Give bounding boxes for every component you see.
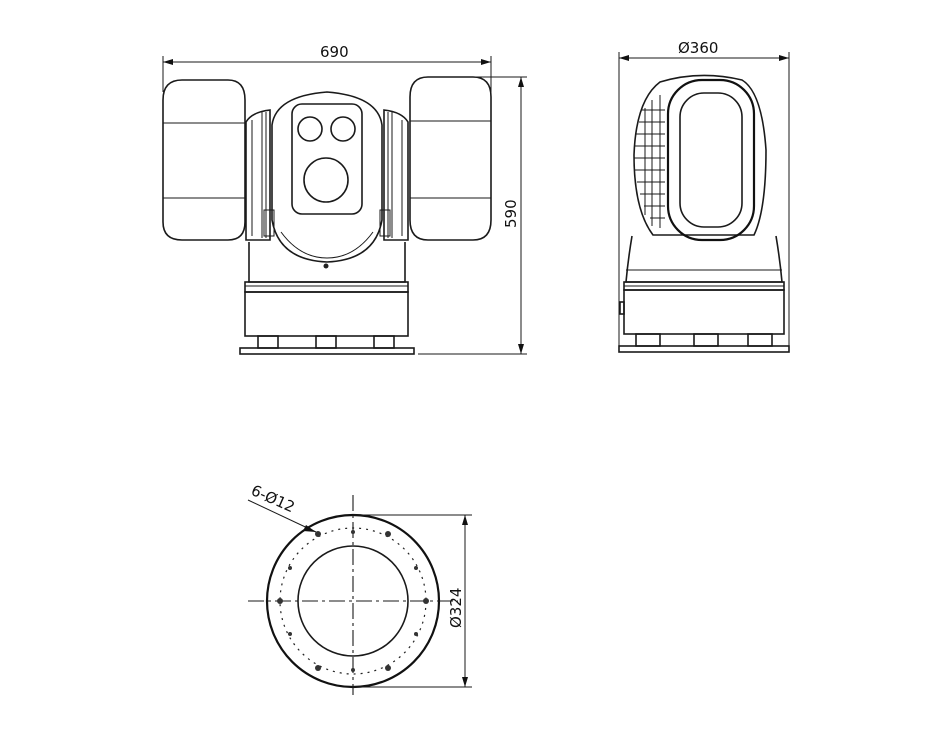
bottom-view: 6-Ø12 Ø324 <box>247 481 472 695</box>
height-dimension: 590 <box>418 76 527 355</box>
width-label: 690 <box>320 43 349 61</box>
side-diameter-label: Ø360 <box>678 39 718 57</box>
width-dimension: 690 <box>162 43 492 92</box>
height-label: 590 <box>502 199 520 228</box>
right-lamp <box>409 76 492 241</box>
left-lens-icon <box>297 116 323 142</box>
heat-fins <box>634 95 665 228</box>
mounting-holes <box>277 530 429 672</box>
left-arm <box>245 109 275 241</box>
left-lamp <box>162 79 246 241</box>
main-lens-icon <box>303 157 349 203</box>
holes-label: 6-Ø12 <box>248 481 297 516</box>
holes-callout: 6-Ø12 <box>247 481 317 533</box>
bottom-diameter-dimension: Ø324 <box>353 514 472 688</box>
front-base <box>239 242 415 355</box>
side-window <box>666 78 756 242</box>
right-arm <box>379 109 409 241</box>
bottom-diameter-label: Ø324 <box>447 588 465 628</box>
side-diameter-dimension: Ø360 <box>618 39 790 352</box>
side-base <box>618 235 790 353</box>
right-lens-icon <box>330 116 356 142</box>
front-view: 690 590 <box>162 43 527 355</box>
side-view: Ø360 <box>618 39 790 353</box>
camera-head <box>271 91 383 269</box>
